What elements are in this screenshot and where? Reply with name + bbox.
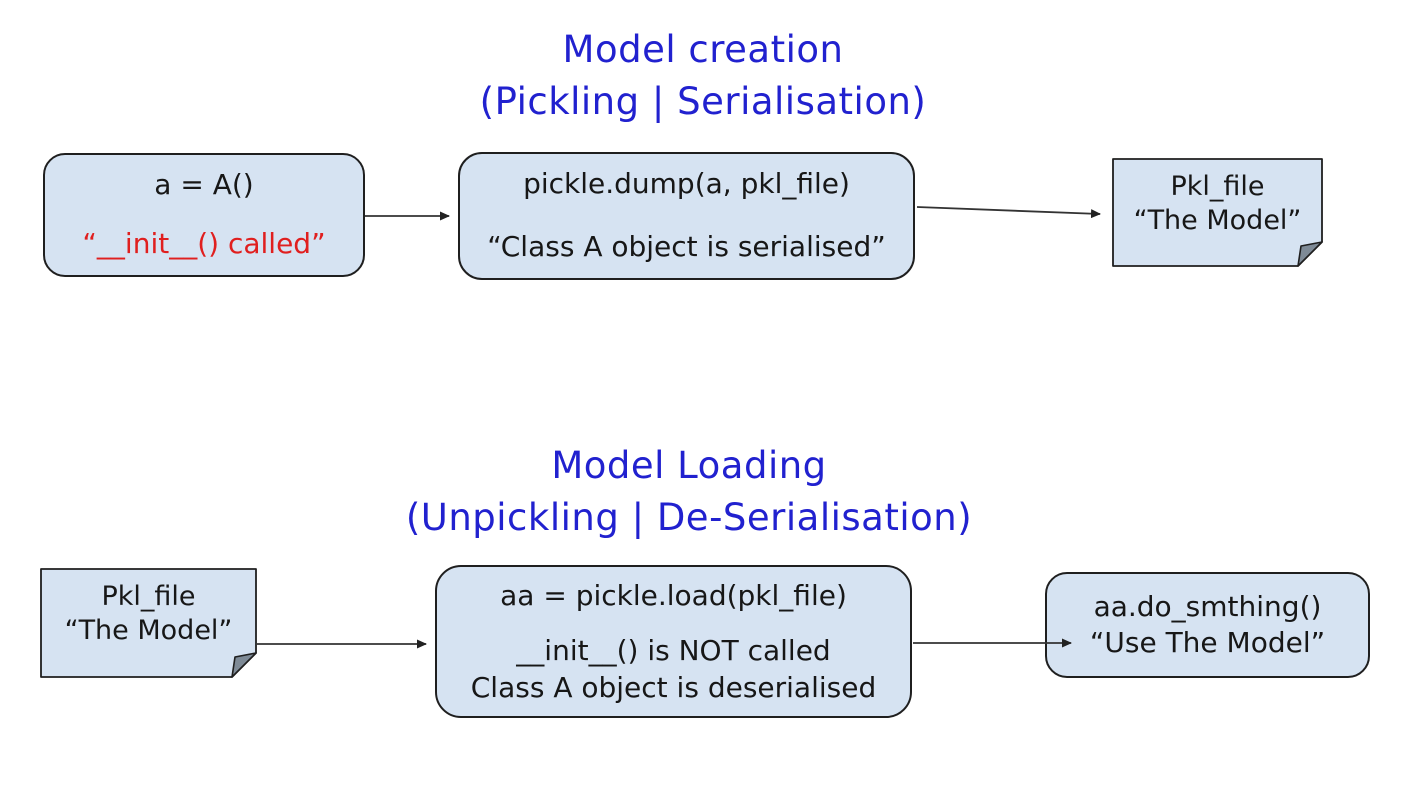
title-line: Model Loading [551,444,827,487]
node-pickle-load: aa = pickle.load(pkl_file) __init__() is… [435,565,912,718]
file-name-text: Pkl_file [101,581,196,612]
deserialised-text: Class A object is deserialised [470,671,877,704]
section-title-model-loading: Model Loading (Unpickling | De-Serialisa… [0,440,1378,544]
node-use-model: aa.do_smthing() “Use The Model” [1045,572,1370,678]
code-text: a = A() [154,168,254,201]
arrow-dump-to-file [916,206,1101,219]
file-label-text: “The Model” [64,615,233,646]
note-text: Pkl_file “The Model” [40,568,257,648]
note-fold-icon [1297,241,1323,267]
init-not-called-text: __init__() is NOT called [516,634,831,667]
code-text: aa.do_smthing() [1093,590,1322,623]
file-label-text: “The Model” [1133,205,1302,236]
title-line: Model creation [562,28,844,71]
section-title-model-creation: Model creation (Pickling | Serialisation… [0,24,1406,128]
code-text: aa = pickle.load(pkl_file) [500,579,847,612]
node-pkl-file-input: Pkl_file “The Model” [40,568,257,678]
node-object-creation: a = A() “__init__() called” [43,153,365,277]
subtitle-line: (Unpickling | De-Serialisation) [405,496,973,539]
node-pkl-file-output: Pkl_file “The Model” [1112,158,1323,267]
note-text: Pkl_file “The Model” [1112,158,1323,238]
init-called-text: “__init__() called” [82,227,326,260]
code-text: pickle.dump(a, pkl_file) [523,167,850,200]
subtitle-line: (Pickling | Serialisation) [479,80,927,123]
note-shape [1112,158,1323,267]
node-pickle-dump: pickle.dump(a, pkl_file) “Class A object… [458,152,915,280]
file-name-text: Pkl_file [1170,171,1265,202]
note-fold-icon [231,652,257,678]
use-model-text: “Use The Model” [1089,626,1326,659]
note-shape [40,568,257,678]
serialised-text: “Class A object is serialised” [487,230,886,263]
